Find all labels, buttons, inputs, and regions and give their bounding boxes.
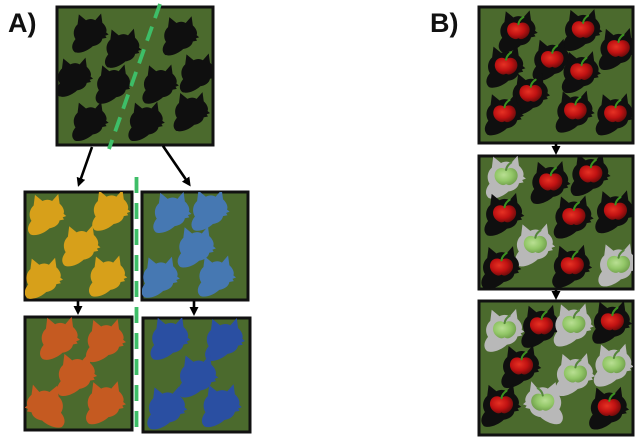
panel-a-label: A) bbox=[8, 8, 37, 38]
habitat-box-a-right-gen1 bbox=[140, 190, 250, 302]
flow-arrow bbox=[76, 146, 94, 187]
habitat-box-a-source bbox=[55, 5, 215, 147]
habitat-box-a-right-gen2 bbox=[141, 316, 252, 434]
geographic-barrier-line bbox=[107, 3, 162, 150]
habitat-box-b-bottom bbox=[477, 299, 635, 437]
panel-b-label: B) bbox=[430, 8, 459, 38]
habitat-box-a-left-gen1 bbox=[23, 190, 134, 302]
habitat-box-b-source bbox=[477, 5, 635, 145]
flow-arrow bbox=[161, 145, 191, 187]
habitat-box-b-middle bbox=[477, 154, 635, 291]
habitat-box-a-left-gen2 bbox=[23, 315, 134, 432]
